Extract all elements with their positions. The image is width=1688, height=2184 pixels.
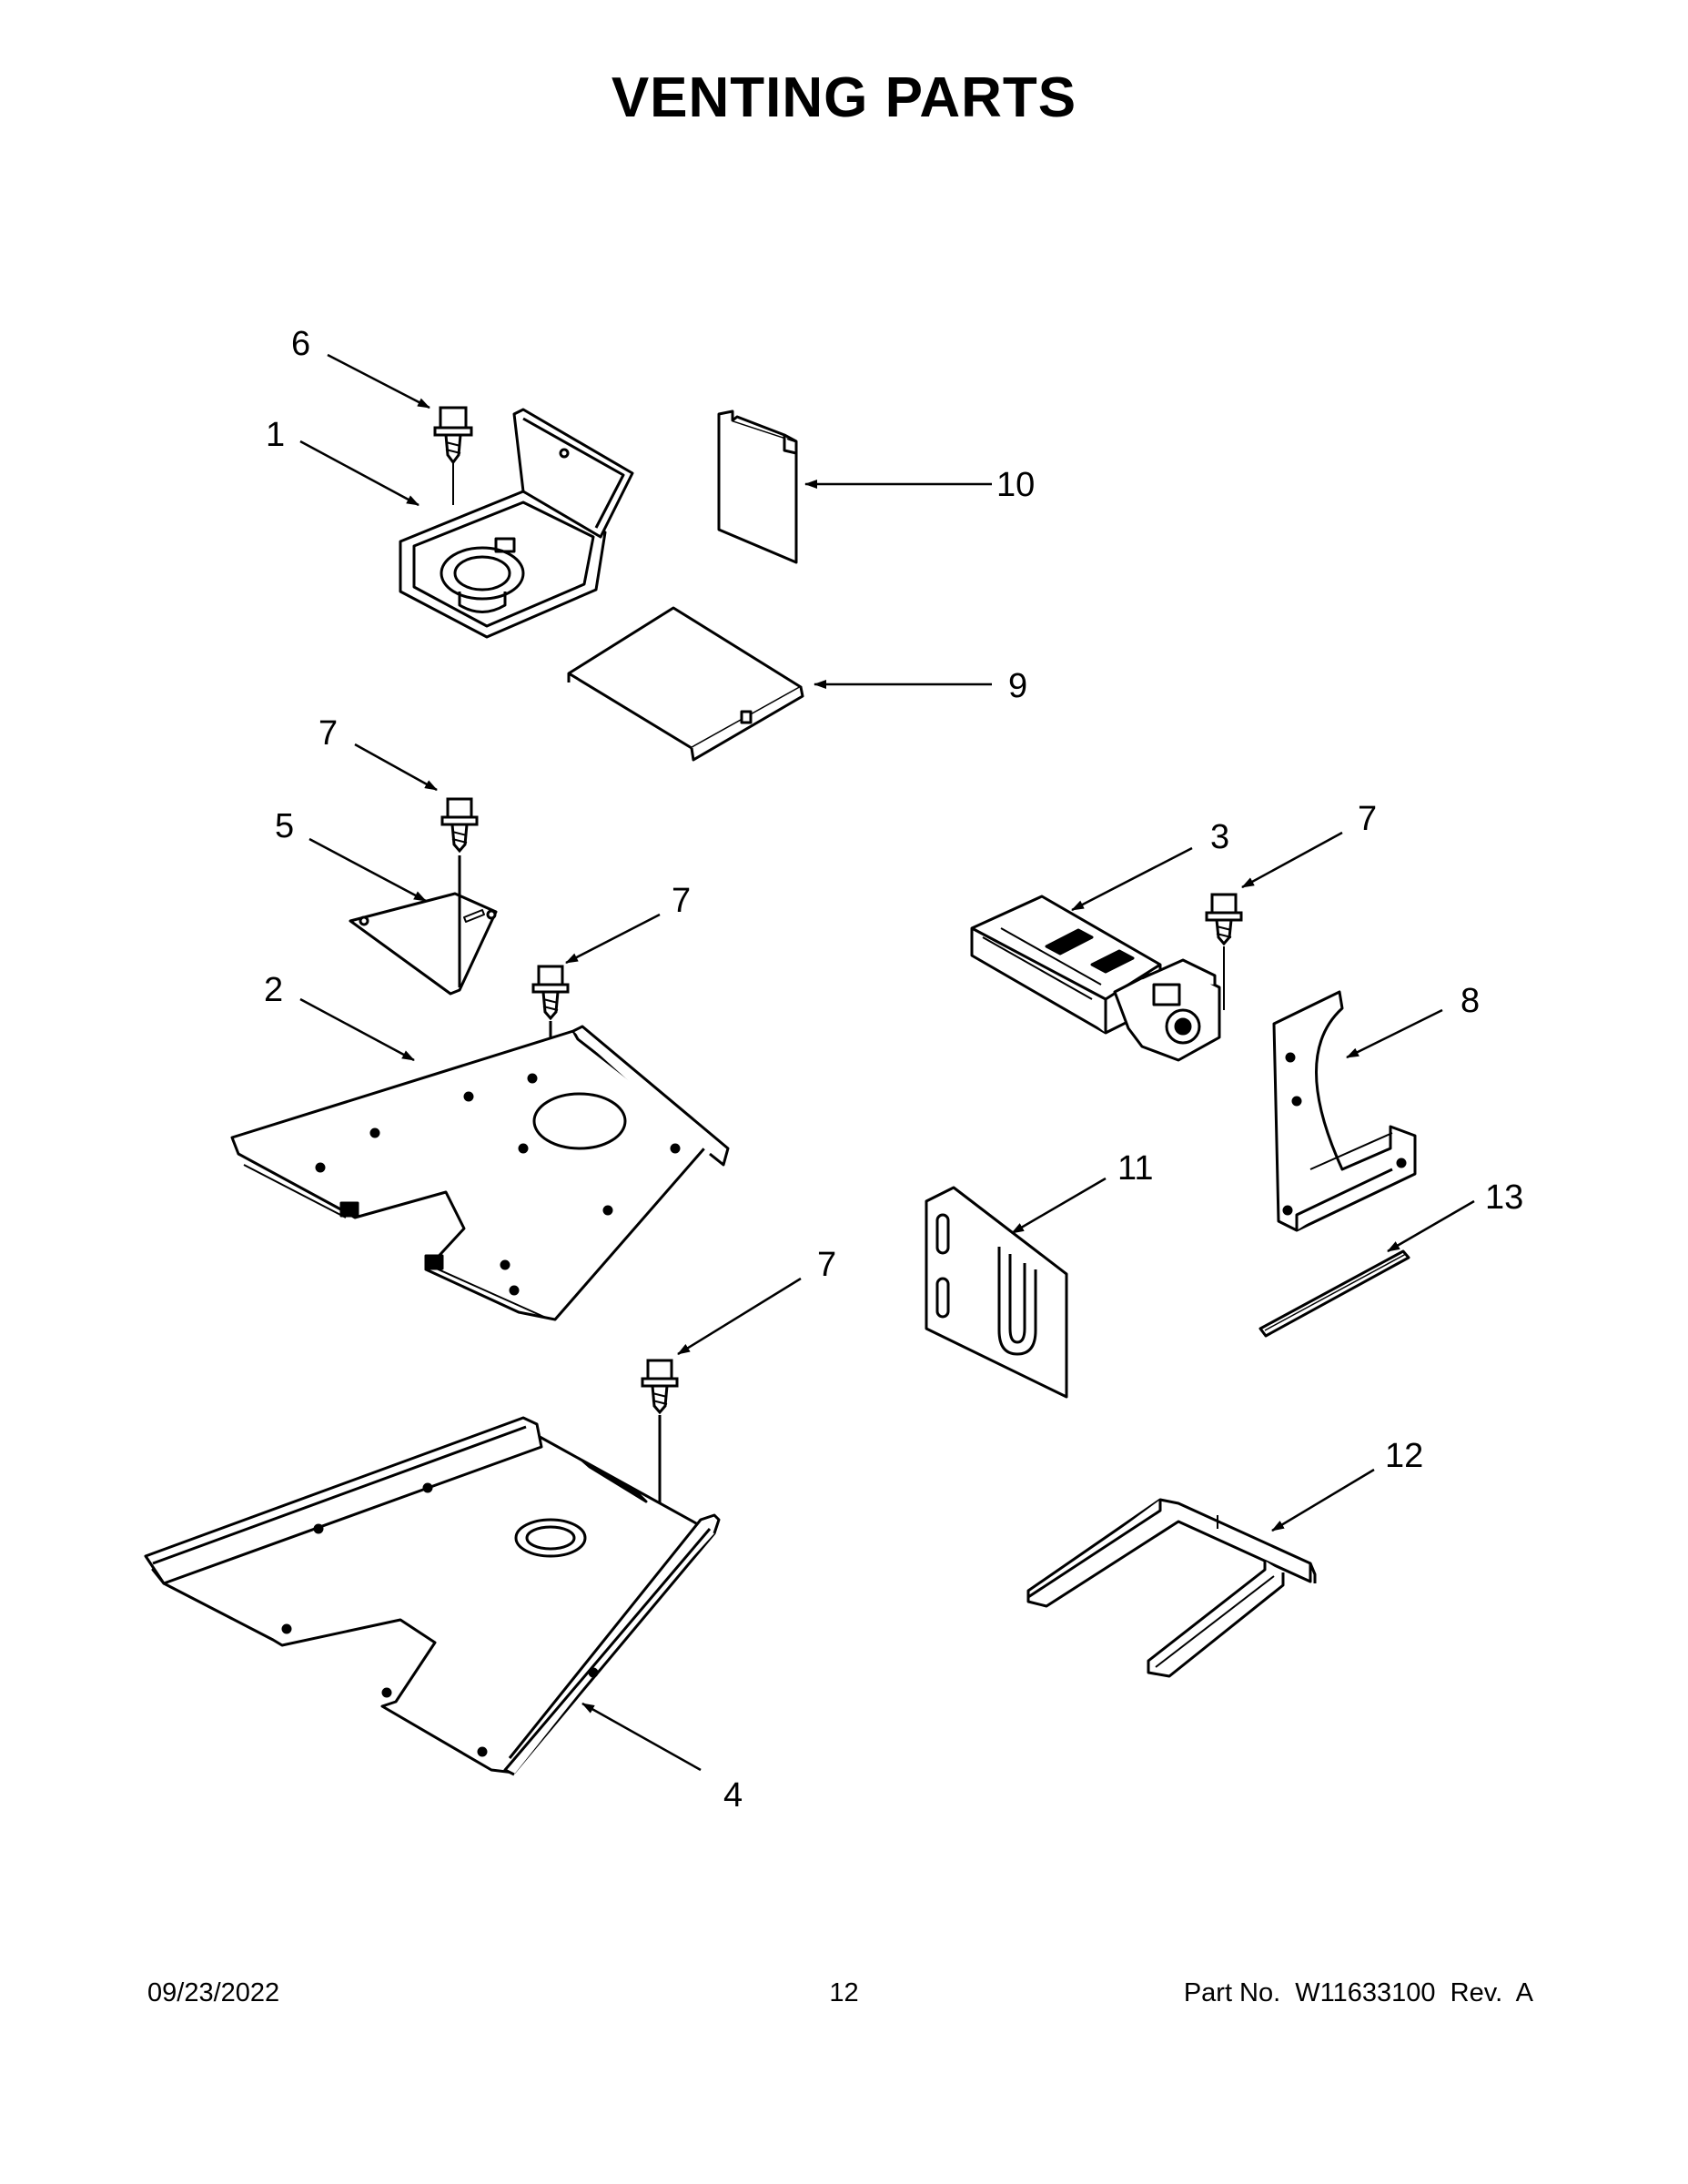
- part-10-panel: [717, 410, 798, 564]
- leader-7d: [1241, 831, 1343, 889]
- callout-9: 9: [1008, 667, 1027, 705]
- callout-8: 8: [1461, 982, 1480, 1020]
- part-7-screw-a: [440, 797, 479, 987]
- part-8-bracket: [1272, 990, 1417, 1232]
- footer-part-number: Part No. W11633100 Rev. A: [1183, 1978, 1533, 2007]
- callout-7b: 7: [672, 882, 691, 920]
- callout-leaders: [299, 353, 1475, 1772]
- part-6-screw: [433, 406, 473, 465]
- leader-6: [327, 353, 430, 410]
- callout-5: 5: [275, 807, 294, 845]
- callout-12: 12: [1385, 1437, 1423, 1475]
- leader-13: [1387, 1199, 1475, 1253]
- leader-1: [299, 440, 419, 507]
- leader-11: [1011, 1177, 1107, 1235]
- leader-7b: [565, 913, 661, 965]
- leader-2: [299, 997, 415, 1062]
- part-1-vent-housing: [399, 408, 634, 639]
- callout-3: 3: [1210, 818, 1229, 856]
- leader-4: [581, 1702, 702, 1772]
- part-9-tray: [567, 606, 804, 762]
- leader-3: [1071, 846, 1193, 912]
- part-12-frame: [1026, 1498, 1317, 1678]
- callout-11: 11: [1117, 1149, 1153, 1188]
- callout-7a: 7: [318, 714, 338, 753]
- part-5-bracket-plate: [349, 892, 498, 996]
- part-13-rod: [1258, 1249, 1410, 1338]
- footer-date: 09/23/2022: [147, 1978, 280, 2007]
- leader-8: [1346, 1008, 1443, 1059]
- callout-2: 2: [264, 971, 283, 1009]
- part-7-screw-b: [531, 965, 570, 1037]
- part-3-damper-assembly: [970, 895, 1225, 1062]
- callout-1: 1: [266, 416, 285, 454]
- callout-6: 6: [291, 325, 310, 363]
- callout-4: 4: [723, 1776, 743, 1815]
- leader-12: [1271, 1468, 1375, 1532]
- callout-7d: 7: [1358, 800, 1377, 838]
- page-title: VENTING PARTS: [611, 66, 1077, 129]
- leader-7c: [677, 1277, 802, 1356]
- part-7-screw-d: [1205, 893, 1243, 946]
- callout-numbers: 6 1 10 9 7 5 7 2 7 4 3 7 8 11 13 12: [264, 325, 1523, 1815]
- leader-5: [308, 837, 427, 903]
- leader-7a: [354, 743, 438, 792]
- footer-page-number: 12: [829, 1978, 859, 2007]
- part-4-base-pan: [144, 1416, 721, 1776]
- callout-10: 10: [996, 466, 1035, 504]
- part-2-plate: [230, 1025, 730, 1321]
- callout-13: 13: [1485, 1178, 1523, 1217]
- callout-7c: 7: [817, 1246, 836, 1284]
- part-11-plate: [925, 1186, 1068, 1399]
